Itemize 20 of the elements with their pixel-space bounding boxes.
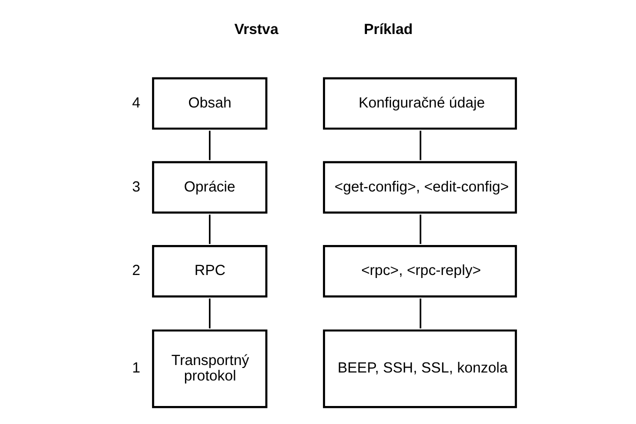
node-box: Obsah [152,77,267,130]
node-label: 1 [132,360,140,377]
node-box: RPC [152,245,267,298]
connector [208,214,210,244]
node-label: 3 [132,179,140,196]
node-label: 4 [132,95,140,112]
node-box: Konfiguračné údaje [322,77,516,130]
connector [419,214,421,244]
label: Vrstva [234,22,278,38]
connector [208,298,210,328]
connector [208,130,210,160]
node-label: 2 [132,263,140,280]
label: Príklad [363,22,412,38]
node-box: <rpc>, <rpc-reply> [322,245,516,298]
node-box: Oprácie [152,161,267,214]
node-box: BEEP, SSH, SSL, konzola [322,329,516,408]
connector [419,130,421,160]
connector [419,298,421,328]
node-box: Transportný protokol [152,329,267,408]
node-box: <get-config>, <edit-config> [322,161,516,214]
